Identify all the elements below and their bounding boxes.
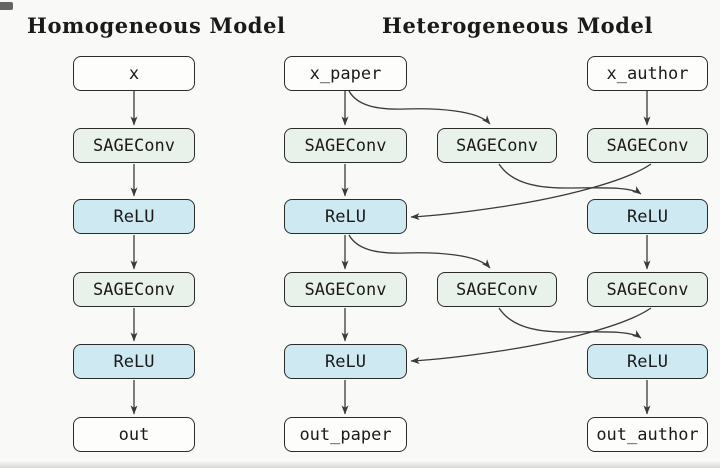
node-relu2: ReLU [73,344,195,379]
node-sageconv1: SAGEConv [73,128,195,163]
edge-sageconv-author-2-to-relu-paper-2 [410,307,652,365]
edge-relu-paper-1-to-sageconv-middle-2 [348,234,491,269]
homogeneous-model-title: Homogeneous Model [27,13,286,38]
edge-sageconv-middle-2-to-relu-author-2 [498,307,642,339]
node-relu-author-1: ReLU [587,199,708,234]
node-out: out [73,417,195,452]
node-sageconv-paper-1: SAGEConv [284,128,407,163]
node-sageconv-paper-2: SAGEConv [284,272,407,307]
heterogeneous-model-title: Heterogeneous Model [382,13,654,38]
node-sageconv-author-1: SAGEConv [587,128,708,163]
photo-bottom-shade [0,461,720,468]
node-sageconv2: SAGEConv [73,272,195,307]
node-sageconv-middle-2: SAGEConv [437,272,557,307]
node-x: x [73,56,195,91]
node-relu-paper-2: ReLU [284,344,407,379]
edge-sageconv-middle-1-to-relu-author-1 [498,163,642,195]
edge-sageconv-author-1-to-relu-paper-1 [410,163,652,221]
node-out-author: out_author [587,417,708,452]
node-relu-paper-1: ReLU [284,199,407,234]
node-sageconv-author-2: SAGEConv [587,272,708,307]
node-relu1: ReLU [73,199,195,234]
edge-x-paper-to-sageconv-middle-1 [348,90,491,125]
node-out-paper: out_paper [284,417,407,452]
node-relu-author-2: ReLU [587,344,708,379]
photo-corner-artifact [0,2,13,10]
node-x-author: x_author [587,56,708,91]
node-x-paper: x_paper [284,56,407,91]
node-sageconv-middle-1: SAGEConv [437,128,557,163]
